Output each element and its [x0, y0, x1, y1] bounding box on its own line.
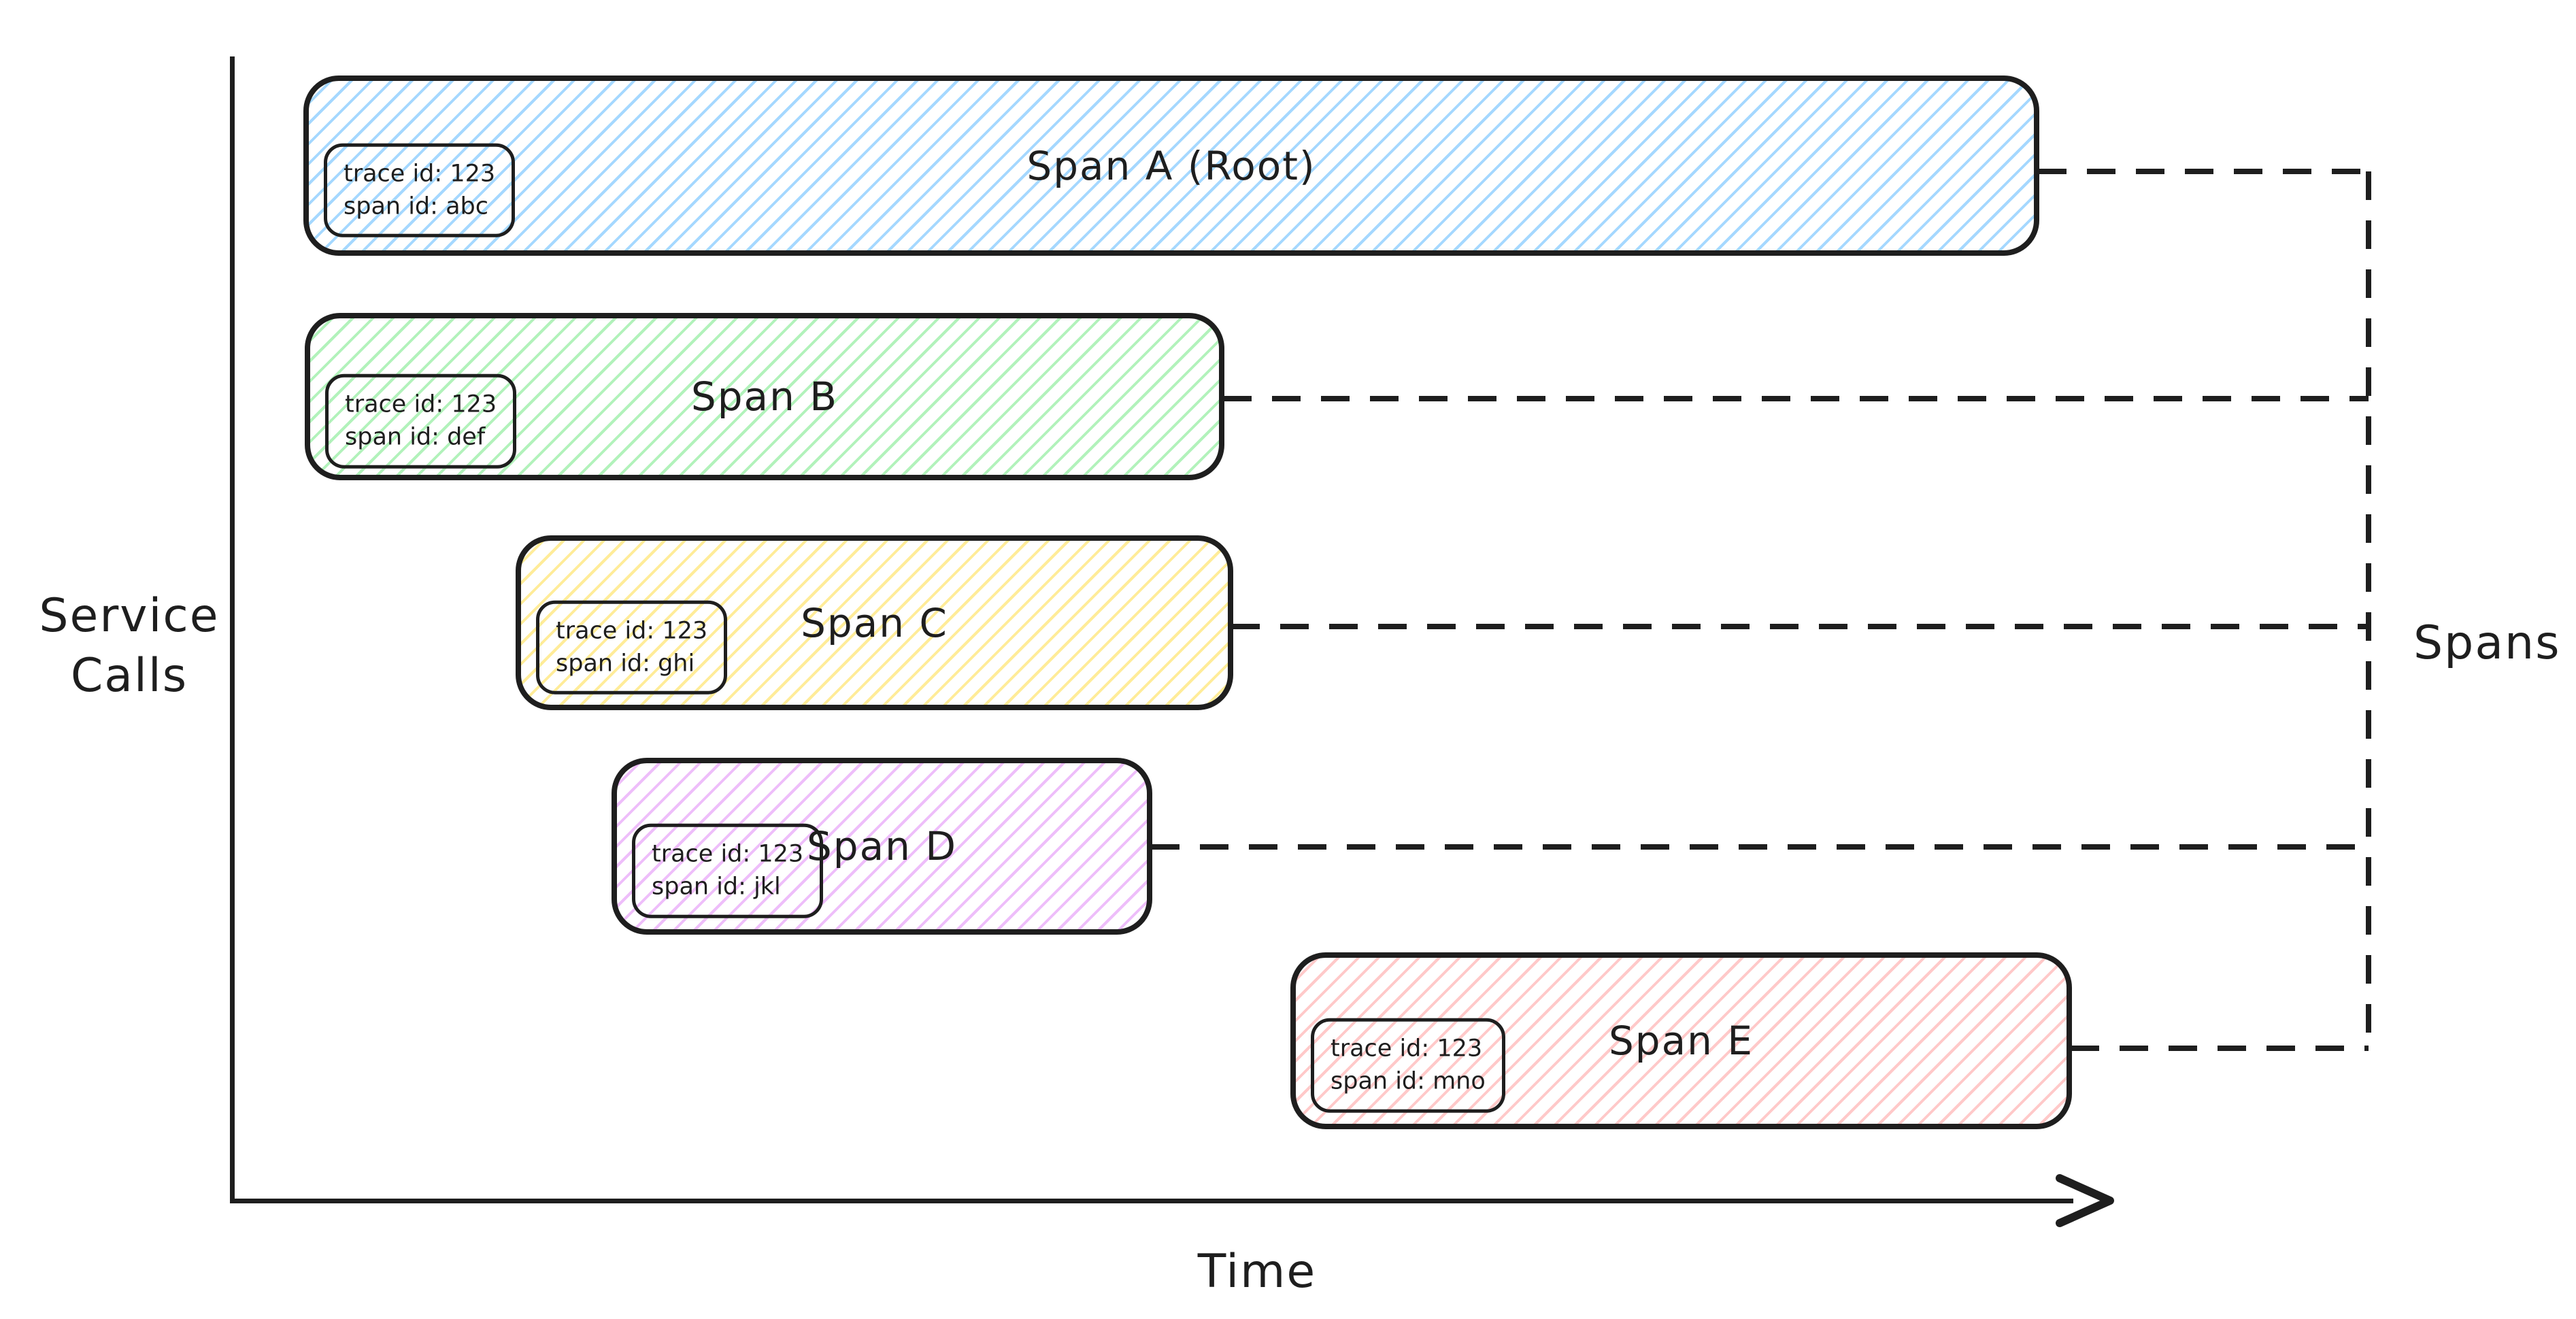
y-axis-label: Service Calls — [20, 586, 238, 707]
span-a-box: trace id: 123 span id: abc Span A (Root) — [303, 76, 2039, 256]
span-d-connector-line — [1151, 844, 2369, 850]
span-a-id-badge: trace id: 123 span id: abc — [324, 143, 516, 237]
span-d-span-id: span id: jkl — [652, 873, 781, 901]
spans-vertical-connector-line — [2366, 171, 2371, 1051]
span-e-title: Span E — [1608, 1018, 1754, 1064]
span-c-span-id: span id: ghi — [556, 650, 695, 678]
y-axis-label-line2: Calls — [70, 649, 188, 703]
span-c-connector-line — [1231, 624, 2369, 629]
span-c-box: trace id: 123 span id: ghi Span C — [516, 535, 1233, 710]
span-e-connector-line — [2071, 1046, 2369, 1051]
span-b-box: trace id: 123 span id: def Span B — [305, 313, 1224, 480]
y-axis-label-line1: Service — [39, 589, 220, 643]
span-b-connector-line — [1223, 396, 2369, 401]
span-c-id-badge: trace id: 123 span id: ghi — [536, 600, 728, 695]
x-axis-arrowhead-icon — [2056, 1174, 2114, 1227]
span-a-trace-id: trace id: 123 — [344, 160, 496, 188]
span-a-title: Span A (Root) — [1026, 142, 1316, 189]
span-a-span-id: span id: abc — [344, 193, 488, 220]
span-a-connector-line — [2038, 169, 2369, 174]
span-d-box: trace id: 123 span id: jkl Span D — [612, 758, 1152, 935]
span-b-trace-id: trace id: 123 — [345, 390, 497, 418]
span-b-id-badge: trace id: 123 span id: def — [325, 373, 517, 469]
y-axis-line — [230, 56, 235, 1203]
span-e-box: trace id: 123 span id: mno Span E — [1290, 952, 2072, 1129]
span-b-title: Span B — [690, 373, 839, 420]
x-axis-line — [230, 1199, 2073, 1203]
span-e-id-badge: trace id: 123 span id: mno — [1311, 1018, 1505, 1113]
x-axis-label: Time — [1197, 1245, 1317, 1299]
span-c-trace-id: trace id: 123 — [556, 617, 708, 645]
spans-right-label: Spans — [2413, 616, 2561, 670]
span-d-id-badge: trace id: 123 span id: jkl — [632, 823, 824, 918]
span-d-title: Span D — [806, 823, 958, 869]
span-e-span-id: span id: mno — [1331, 1068, 1486, 1095]
span-e-trace-id: trace id: 123 — [1331, 1035, 1483, 1063]
span-c-title: Span C — [801, 599, 948, 646]
span-b-span-id: span id: def — [345, 424, 486, 451]
span-d-trace-id: trace id: 123 — [652, 840, 804, 868]
